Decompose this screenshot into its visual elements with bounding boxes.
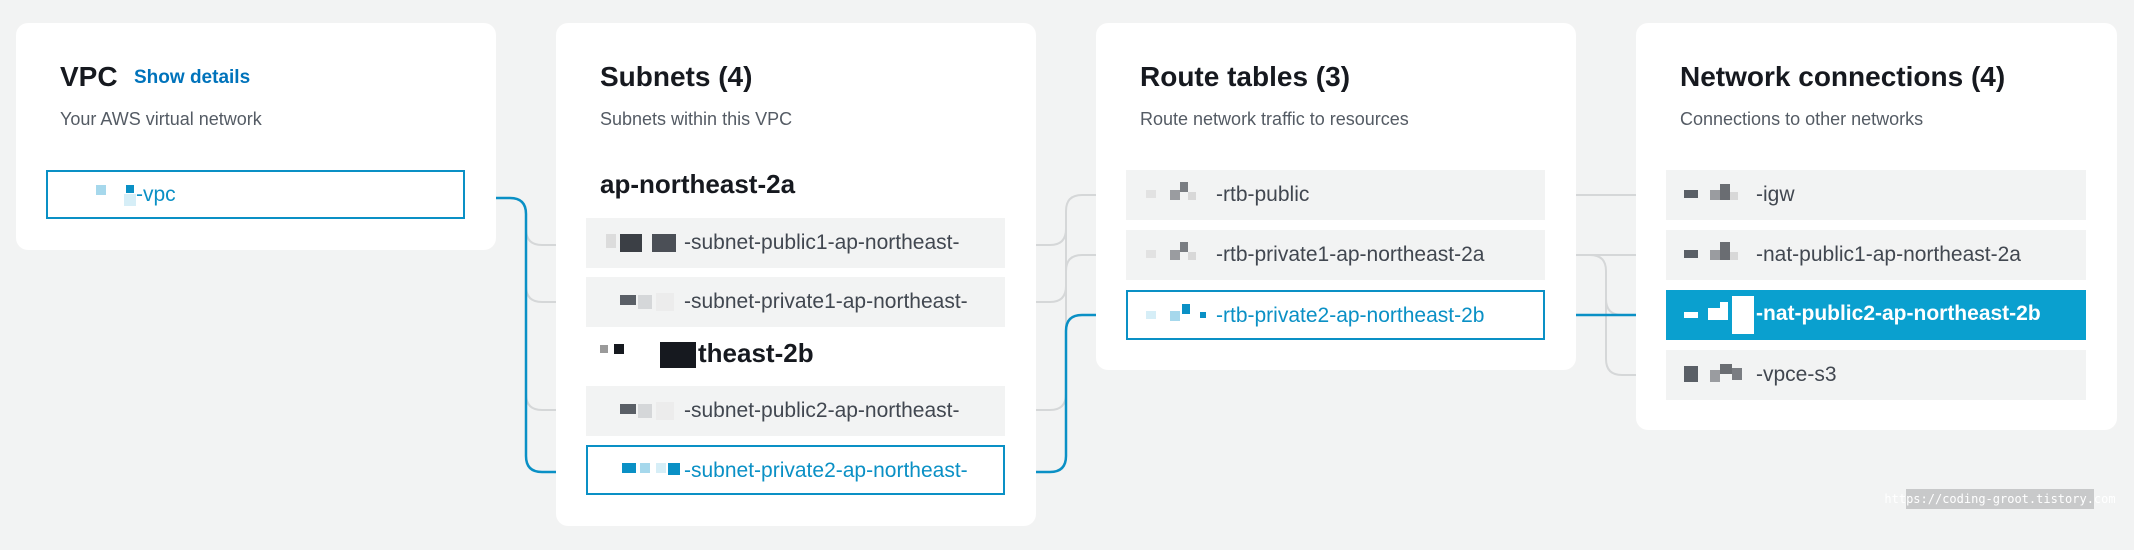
route-table-label: -rtb-private1-ap-northeast-2a [1216,243,1485,266]
redacted-block [640,463,650,473]
redacted-block [622,463,636,473]
route-table-label: -rtb-private2-ap-northeast-2b [1216,304,1485,327]
redacted-block [1146,250,1156,258]
redacted-block [1684,190,1698,198]
redacted-block [124,194,136,206]
redacted-block [614,344,624,355]
network-node-igw[interactable]: -igw [1666,170,2086,220]
redacted-block [1188,252,1196,260]
vpc-node-label: -vpc [136,183,176,206]
redacted-block [1708,308,1720,320]
network-connections-card: Network connections (4) Connections to o… [1636,23,2117,430]
network-node-nat2[interactable]: -nat-public2-ap-northeast-2b [1666,290,2086,340]
redacted-block [600,345,608,354]
vpc-card: VPC Show details Your AWS virtual networ… [16,23,496,250]
subnet-node-public2[interactable]: -subnet-public2-ap-northeast- [586,386,1005,436]
redacted-block [126,185,134,193]
connector-vpc-subnet-private2 [465,196,588,474]
redacted-block [1180,182,1188,192]
redacted-block [606,234,616,248]
connector-subnet-public1-rtb-public [1006,194,1126,246]
network-connection-label: -igw [1756,183,1795,206]
network-connections-title: Network connections (4) [1680,61,2006,92]
route-table-node-private2[interactable]: -rtb-private2-ap-northeast-2b [1126,290,1545,340]
connector-subnet-private2-rtb-private2 [1006,313,1126,474]
redacted-block [1730,192,1738,200]
network-node-vpce[interactable]: -vpce-s3 [1666,350,2086,400]
redacted-block [1730,252,1738,260]
network-node-nat1[interactable]: -nat-public1-ap-northeast-2a [1666,230,2086,280]
redacted-block [1732,368,1742,380]
redacted-block [638,295,652,309]
network-connections-description: Connections to other networks [1680,109,1924,129]
redacted-block [1182,304,1190,314]
az-heading-2b-text: theast-2b [698,338,814,368]
redacted-block [1720,242,1730,260]
network-connection-label: -nat-public2-ap-northeast-2b [1756,302,2041,325]
network-connection-label: -vpce-s3 [1756,363,1837,386]
redacted-block [652,234,676,252]
redacted-block [1684,312,1698,318]
route-table-node-private1[interactable]: -rtb-private1-ap-northeast-2a [1126,230,1545,280]
redacted-block [1720,364,1732,374]
subnets-description: Subnets within this VPC [600,109,793,129]
redacted-block [1710,370,1720,382]
route-tables-description: Route network traffic to resources [1140,109,1409,129]
redacted-block [1146,311,1156,319]
redacted-block [1720,302,1728,320]
subnet-label: -subnet-private2-ap-northeast- [684,459,968,482]
vpc-node[interactable]: -vpc [46,170,465,219]
connector-subnet-private1-rtb-private1 [1006,254,1126,303]
redacted-block [1146,190,1156,198]
subnet-label: -subnet-private1-ap-northeast- [684,290,968,313]
show-details-link[interactable]: Show details [134,67,251,88]
redacted-block [656,293,674,311]
redacted-block [1180,242,1188,252]
redacted-block [636,350,648,361]
subnet-node-private2[interactable]: -subnet-private2-ap-northeast- [586,445,1005,495]
redacted-block [620,295,636,305]
redacted-block [1710,190,1720,200]
watermark: https://coding-groot.tistory.com [1884,489,2116,509]
subnet-label: -subnet-public2-ap-northeast- [684,399,960,422]
route-tables-title: Route tables (3) [1140,61,1351,92]
vpc-title: VPC [60,61,118,92]
redacted-block [1170,250,1180,260]
redacted-block [1188,192,1196,200]
route-table-node-public[interactable]: -rtb-public [1126,170,1545,220]
redacted-block [1170,311,1180,321]
redacted-block [1684,250,1698,258]
redacted-block [96,185,106,195]
redacted-block [1684,366,1698,382]
subnets-card: Subnets (4) Subnets within this VPC ap-n… [556,23,1036,526]
route-table-label: -rtb-public [1216,183,1310,206]
vpc-description: Your AWS virtual network [60,109,262,129]
redacted-block [1732,296,1754,334]
subnet-label: -subnet-public1-ap-northeast- [684,231,960,254]
subnet-node-private1[interactable]: -subnet-private1-ap-northeast- [586,277,1005,327]
redacted-block [638,404,652,418]
redacted-block [1720,184,1730,200]
redacted-block [660,342,696,369]
redacted-block [668,463,680,475]
az-heading-2b: theast-2b [600,338,814,369]
redacted-block [620,404,636,414]
redacted-block [1200,312,1206,318]
subnets-title: Subnets (4) [600,61,753,92]
subnet-node-public1[interactable]: -subnet-public1-ap-northeast- [586,218,1005,268]
redacted-block [1170,190,1180,200]
redacted-block [620,234,642,252]
route-tables-card: Route tables (3) Route network traffic t… [1096,23,1576,370]
network-connection-label: -nat-public1-ap-northeast-2a [1756,243,2021,266]
redacted-block [1710,250,1720,260]
az-heading-2a: ap-northeast-2a [600,169,796,199]
redacted-block [656,463,666,473]
redacted-block [656,402,674,420]
